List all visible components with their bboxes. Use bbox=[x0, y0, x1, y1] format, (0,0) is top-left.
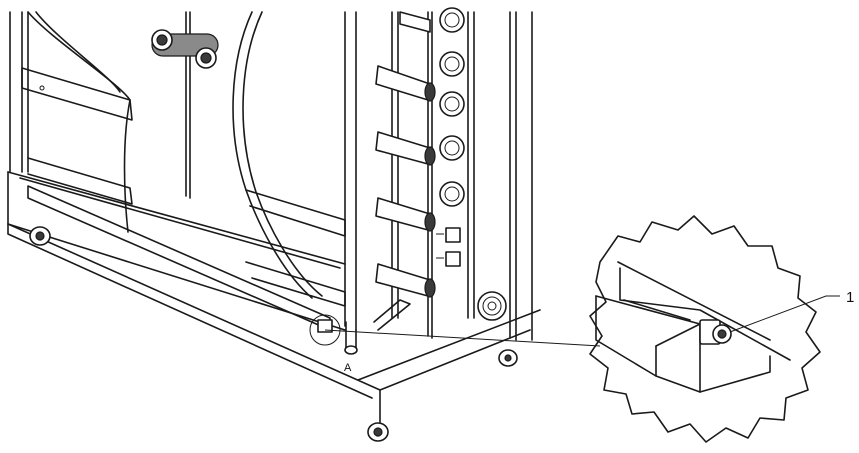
detail-marker: A bbox=[309, 314, 601, 374]
fastener-screw bbox=[699, 319, 732, 345]
caster-wheels bbox=[29, 226, 518, 442]
detail-label: A bbox=[344, 362, 352, 374]
detail-view: 1 bbox=[589, 215, 854, 443]
part-number-label: 1 bbox=[846, 289, 854, 306]
fan-grille bbox=[477, 291, 507, 321]
switch-panel bbox=[436, 227, 461, 267]
door-handle bbox=[151, 29, 219, 69]
base-plinth bbox=[7, 171, 541, 442]
rotary-knobs bbox=[439, 7, 465, 207]
cabinet-body bbox=[9, 7, 533, 355]
lever-handles bbox=[375, 11, 436, 298]
